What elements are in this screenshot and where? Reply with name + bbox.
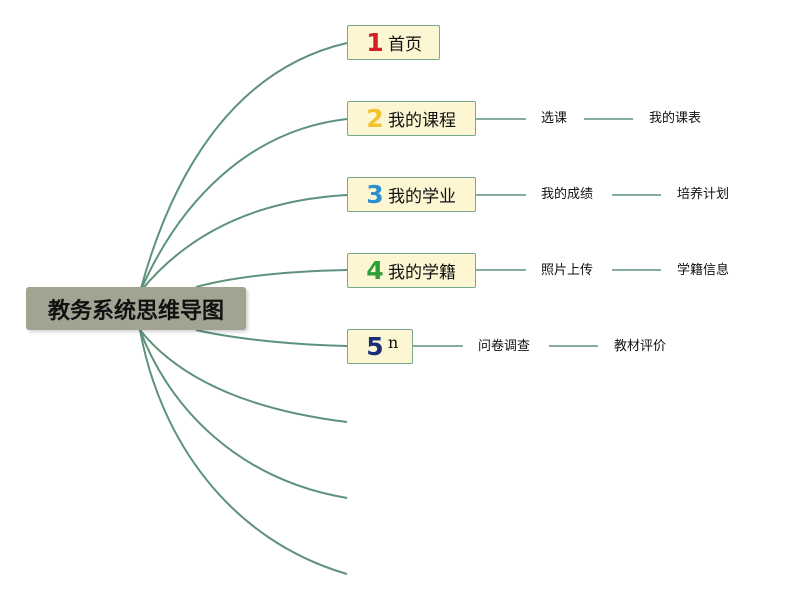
priority-5-icon: 5 <box>366 332 384 361</box>
topic-4[interactable]: 4 我的学籍 <box>347 253 476 288</box>
subtopic-my-grades[interactable]: 我的成绩 <box>541 187 594 202</box>
priority-1-icon: 1 <box>366 28 384 57</box>
topic-2[interactable]: 2 我的课程 <box>347 101 476 136</box>
subtopic-select-course[interactable]: 选课 <box>541 111 568 126</box>
priority-3-icon: 3 <box>366 180 384 209</box>
subtopic-training-plan[interactable]: 培养计划 <box>677 187 730 202</box>
edge-root-topic-4 <box>195 269 348 288</box>
subtopic-questionnaire[interactable]: 问卷调查 <box>478 339 531 354</box>
topic-label: 首页 <box>388 35 422 55</box>
priority-4-icon: 4 <box>366 256 384 285</box>
edge-root-topic-5 <box>195 329 348 347</box>
topic-label: 我的学业 <box>388 187 456 207</box>
edge-root-empty-3 <box>139 329 348 575</box>
edge-root-empty-1 <box>139 329 348 423</box>
subtopic-student-status-info[interactable]: 学籍信息 <box>677 263 730 278</box>
topic-label: 我的学籍 <box>388 263 456 283</box>
topic-5[interactable]: 5 n <box>347 329 413 364</box>
subtopic-textbook-evaluation[interactable]: 教材评价 <box>614 339 667 354</box>
subtopic-photo-upload[interactable]: 照片上传 <box>541 263 594 278</box>
subtopic-my-timetable[interactable]: 我的课表 <box>649 111 702 126</box>
topic-3[interactable]: 3 我的学业 <box>347 177 476 212</box>
topic-1[interactable]: 1 首页 <box>347 25 440 60</box>
central-topic[interactable]: 教务系统思维导图 <box>26 287 246 330</box>
edge-root-topic-3 <box>139 194 348 293</box>
central-topic-label: 教务系统思维导图 <box>47 298 224 324</box>
topic-label: n <box>388 333 399 352</box>
priority-2-icon: 2 <box>366 104 384 133</box>
edge-root-topic-2 <box>139 118 348 293</box>
edge-root-topic-1 <box>139 42 348 293</box>
edge-root-empty-2 <box>139 329 348 499</box>
topic-label: 我的课程 <box>388 111 456 131</box>
